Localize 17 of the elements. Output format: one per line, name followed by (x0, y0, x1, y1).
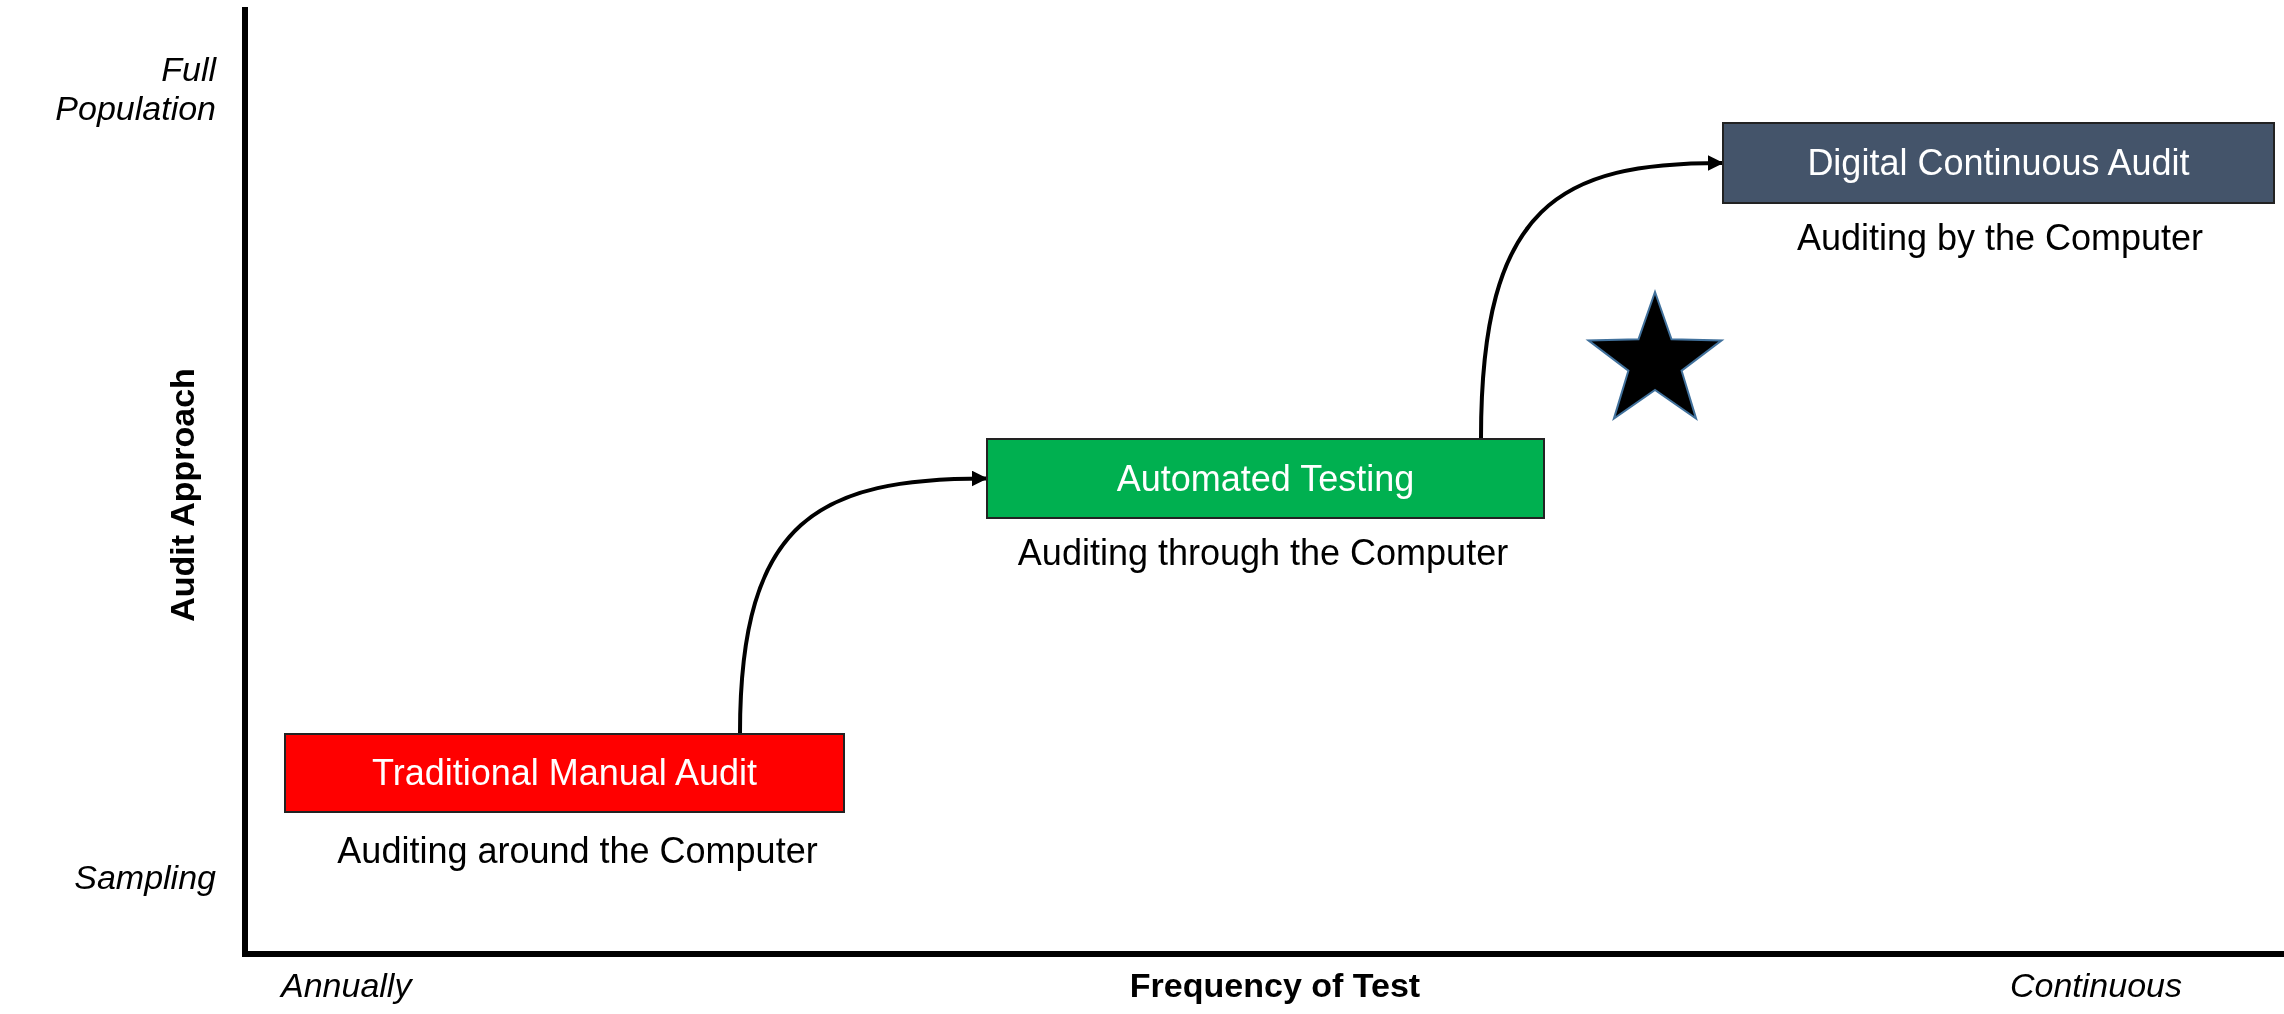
stage-box (284, 733, 845, 813)
stage-box (1722, 122, 2275, 204)
stage-title: Traditional Manual Audit (372, 752, 757, 794)
stage-title: Digital Continuous Audit (1807, 142, 2190, 184)
arrow (1479, 155, 1724, 439)
stage-caption: Auditing by the Computer (1795, 217, 2205, 259)
arrow (738, 470, 988, 734)
stage-caption: Auditing around the Computer (336, 830, 819, 872)
axis-label: Frequency of Test (1129, 966, 1421, 1005)
axis-label: Annually (281, 966, 412, 1005)
axis-label: Continuous (2010, 966, 2182, 1005)
axis-label: Full Population (54, 50, 216, 128)
stage-caption: Auditing through the Computer (1016, 532, 1510, 574)
axis-label: Sampling (73, 858, 216, 897)
stage-box (986, 438, 1545, 519)
axis-label: Audit Approach (162, 368, 202, 622)
stage-title: Automated Testing (1116, 457, 1415, 500)
